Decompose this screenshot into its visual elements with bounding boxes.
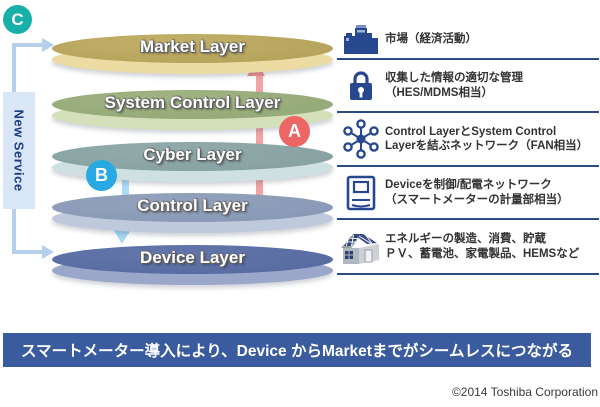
badge-a-label: A: [288, 121, 301, 141]
connector-line-top-horizontal: [12, 43, 43, 47]
info-row-cyber: Control LayerとSystem Control Layerを結ぶネット…: [337, 113, 599, 167]
info-line: エネルギーの製造、消費、貯蔵: [385, 233, 546, 245]
new-service-label: New Service: [11, 109, 27, 192]
info-text-system-control: 収集した情報の適切な管理 （HES/MDMS相当）: [385, 71, 523, 100]
info-line: ＰＶ、蓄電池、家電製品、HEMSなど: [385, 247, 580, 260]
market-layer-label: Market Layer: [140, 37, 245, 56]
market-layer-top: [52, 34, 333, 63]
building-icon: [337, 24, 385, 54]
house-icon: [337, 228, 385, 266]
info-line: Layerを結ぶネットワーク（FAN相当）: [385, 140, 589, 152]
info-row-market: 市場（経済活動）: [337, 20, 599, 60]
down-arrow-head-icon: [113, 229, 131, 244]
info-text-control: Deviceを制御/配電ネットワーク （スマートメーターの計量部相当）: [385, 178, 569, 207]
info-line: 市場（経済活動）: [385, 32, 477, 45]
info-row-device: エネルギーの製造、消費、貯蔵 ＰＶ、蓄電池、家電製品、HEMSなど: [337, 220, 599, 275]
info-line: （HES/MDMS相当）: [385, 86, 493, 99]
info-row-system-control: 収集した情報の適切な管理 （HES/MDMS相当）: [337, 60, 599, 113]
control-layer-top: [52, 193, 333, 222]
info-text-cyber: Control LayerとSystem Control Layerを結ぶネット…: [385, 125, 588, 154]
arrowhead-to-market-icon: [42, 38, 54, 52]
up-arrow-shaft: [256, 70, 263, 202]
badge-c: C: [3, 5, 32, 34]
system-control-layer-top: [52, 90, 333, 119]
info-text-market: 市場（経済活動）: [385, 32, 477, 47]
cyber-layer-label: Cyber Layer: [143, 145, 242, 164]
info-line: （スマートメーターの計量部相当）: [385, 193, 569, 206]
market-layer-disk: Market Layer: [52, 34, 333, 76]
info-line: 収集した情報の適切な管理: [385, 72, 523, 84]
arrowhead-to-device-icon: [42, 245, 54, 259]
badge-b-label: B: [95, 165, 108, 185]
meter-icon: [337, 175, 385, 211]
info-row-control: Deviceを制御/配電ネットワーク （スマートメーターの計量部相当）: [337, 167, 599, 220]
device-layer-top: [52, 245, 333, 274]
device-layer-label: Device Layer: [140, 248, 245, 267]
connector-line-bottom-vertical: [12, 208, 16, 253]
system-control-layer-label: System Control Layer: [104, 93, 281, 112]
lock-icon: [337, 70, 385, 101]
connector-line-bottom-horizontal: [12, 250, 43, 254]
summary-banner-text: スマートメーター導入により、Device からMarketまでがシームレスにつな…: [21, 343, 573, 360]
device-layer-disk: Device Layer: [52, 245, 333, 287]
control-layer-disk: Control Layer: [52, 193, 333, 235]
summary-banner: スマートメーター導入により、Device からMarketまでがシームレスにつな…: [3, 333, 591, 367]
info-text-device: エネルギーの製造、消費、貯蔵 ＰＶ、蓄電池、家電製品、HEMSなど: [385, 232, 579, 261]
connector-line-top-vertical: [12, 44, 16, 93]
badge-a: A: [279, 116, 310, 147]
copyright-text: ©2014 Toshiba Corporation: [451, 385, 598, 399]
info-line: Deviceを制御/配電ネットワーク: [385, 179, 552, 191]
info-column: 市場（経済活動） 収集した情報の適切な管理 （HES/MDMS相当）: [337, 20, 599, 275]
info-line: Control LayerとSystem Control: [385, 125, 557, 138]
badge-c-label: C: [11, 9, 24, 29]
badge-b: B: [86, 160, 117, 191]
network-icon: [337, 118, 385, 160]
new-service-bar: New Service: [3, 92, 35, 209]
control-layer-label: Control Layer: [137, 196, 248, 215]
